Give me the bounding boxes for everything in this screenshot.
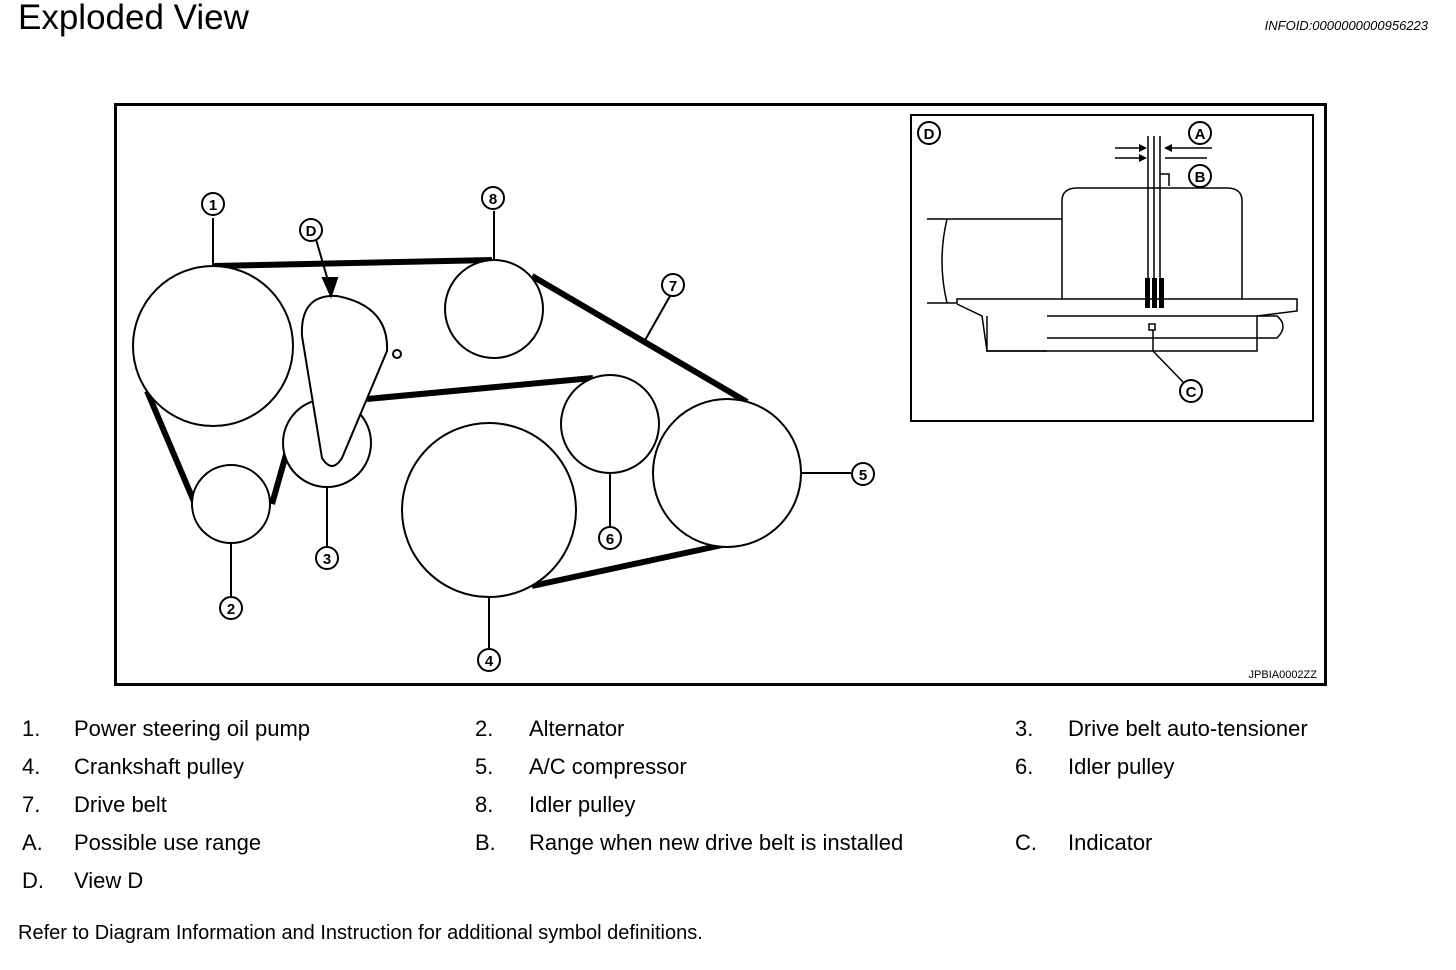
inset-label-D: D xyxy=(917,121,941,145)
svg-text:8: 8 xyxy=(489,191,497,208)
svg-text:5: 5 xyxy=(859,467,867,484)
callout-2: 2 xyxy=(219,596,243,620)
belt-routing-figure: 1 2 3 4 5 6 7 8 D D A B C xyxy=(132,114,1318,681)
callout-6: 6 xyxy=(598,526,622,550)
svg-text:4: 4 xyxy=(485,653,494,670)
pulley-2 xyxy=(191,464,271,544)
svg-text:C: C xyxy=(1186,384,1197,401)
callout-A: A xyxy=(1188,121,1212,145)
callout-C: C xyxy=(1179,379,1203,403)
svg-text:D: D xyxy=(924,126,935,143)
svg-text:2: 2 xyxy=(227,601,235,618)
callout-4: 4 xyxy=(477,648,501,672)
callout-3: 3 xyxy=(315,546,339,570)
pulley-6 xyxy=(560,374,660,474)
svg-text:A: A xyxy=(1195,126,1206,143)
svg-text:1: 1 xyxy=(209,197,217,214)
svg-text:3: 3 xyxy=(323,551,331,568)
svg-text:D: D xyxy=(306,223,317,240)
pulley-8 xyxy=(444,259,544,359)
view-d-inset: D A B C xyxy=(910,114,1314,422)
figure-code: JPBIA0002ZZ xyxy=(1249,669,1318,681)
info-id: INFOID:0000000000956223 xyxy=(1264,18,1428,33)
callout-5: 5 xyxy=(851,462,875,486)
callout-D: D xyxy=(299,218,323,242)
callout-7: 7 xyxy=(661,273,685,297)
callout-1: 1 xyxy=(201,192,225,216)
callout-8: 8 xyxy=(481,186,505,210)
footnote: Refer to Diagram Information and Instruc… xyxy=(18,922,703,944)
pulley-1 xyxy=(132,265,294,427)
svg-text:6: 6 xyxy=(606,531,614,548)
pulley-4 xyxy=(401,422,577,598)
page-title: Exploded View xyxy=(18,0,249,37)
tensioner-arm xyxy=(300,294,389,467)
belt-diagram: 1 2 3 4 5 6 7 8 D D A B C xyxy=(114,103,1327,686)
pulley-5 xyxy=(652,398,802,548)
callout-B: B xyxy=(1188,164,1212,188)
svg-text:7: 7 xyxy=(669,278,677,295)
svg-text:B: B xyxy=(1195,169,1206,186)
